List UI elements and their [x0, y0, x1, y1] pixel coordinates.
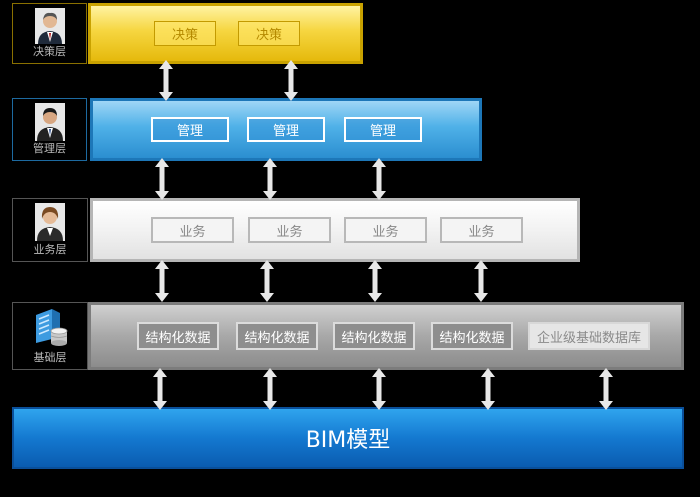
foundation-box-3: 结构化数据 — [333, 322, 415, 350]
decision-box-1: 决策 — [154, 21, 216, 46]
decision-box-2: 决策 — [238, 21, 300, 46]
double-arrow — [599, 368, 613, 410]
person-icon — [35, 203, 65, 241]
management-box-2: 管理 — [247, 117, 325, 142]
double-arrow — [155, 158, 169, 200]
double-arrow — [372, 158, 386, 200]
decision-layer-band — [88, 3, 363, 64]
bim-model-label: BIM模型 — [305, 428, 391, 453]
double-arrow — [260, 260, 274, 302]
double-arrow — [263, 368, 277, 410]
double-arrow — [474, 260, 488, 302]
foundation-box-2: 结构化数据 — [236, 322, 318, 350]
double-arrow — [372, 368, 386, 410]
person-icon — [34, 103, 65, 141]
double-arrow — [481, 368, 495, 410]
double-arrow — [284, 60, 298, 101]
layer-label-foundation: 基础层 — [12, 302, 88, 370]
management-box-1: 管理 — [151, 117, 229, 142]
management-layer-band — [90, 98, 482, 161]
layer-label-business: 业务层 — [12, 198, 88, 262]
person-icon — [34, 8, 65, 44]
foundation-box-1: 结构化数据 — [137, 322, 219, 350]
double-arrow — [263, 158, 277, 200]
layer-label-management: 管理层 — [12, 98, 87, 161]
double-arrow — [155, 260, 169, 302]
double-arrow — [159, 60, 173, 101]
business-box-3: 业务 — [344, 217, 427, 243]
foundation-box-5: 企业级基础数据库 — [528, 322, 650, 350]
double-arrow — [153, 368, 167, 410]
management-box-3: 管理 — [344, 117, 422, 142]
business-box-4: 业务 — [440, 217, 523, 243]
double-arrow — [368, 260, 382, 302]
foundation-box-4: 结构化数据 — [431, 322, 513, 350]
layer-label-decision: 决策层 — [12, 3, 87, 64]
database-server-icon — [36, 309, 68, 346]
bim-model-band: BIM模型 — [12, 407, 684, 469]
business-box-2: 业务 — [248, 217, 331, 243]
business-box-1: 业务 — [151, 217, 234, 243]
